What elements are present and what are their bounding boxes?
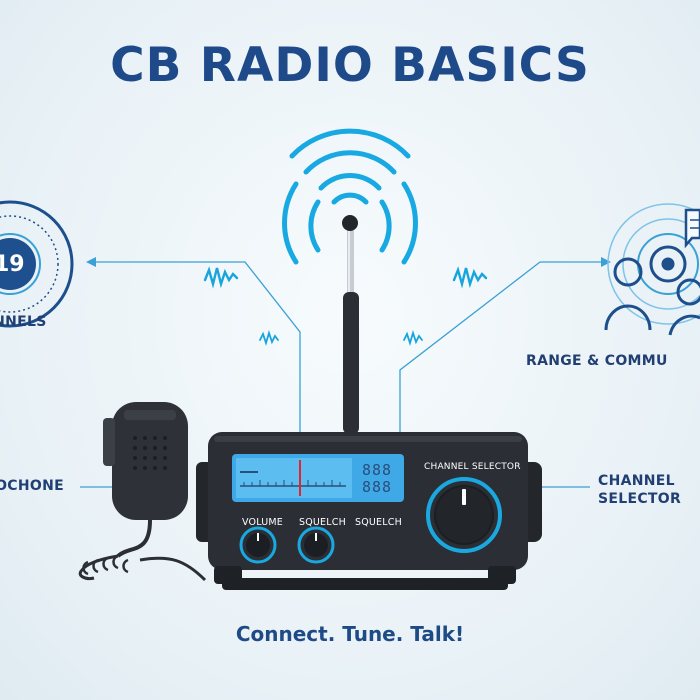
channel-selector-knob [426,477,502,553]
squelch-label: SQUELCH [299,517,346,528]
arrow-left [86,257,96,267]
microphone [78,402,207,582]
page-title: CB RADIO BASICS [110,38,590,93]
volume-knob [239,526,277,564]
squiggle-small-left [259,330,279,346]
connector-range [399,261,605,460]
signal-waves-icon [282,128,418,265]
channel-selector-label: CHANNEL SELECTOR [598,473,682,507]
volume-label: VOLUME [242,517,283,528]
tagline: Connect. Tune. Talk! [235,622,465,646]
arrow-right [601,257,611,267]
squelch-knob [297,526,335,564]
connector-channels [92,261,301,460]
speech-bubble-icon [684,208,700,249]
microphone-label: ROCHONE [0,478,64,494]
squelch-label-2: SQUELCH [355,517,402,528]
lcd-digits: 888 888 [362,461,393,496]
lcd-display [232,454,404,502]
range-communication-icon [604,203,700,336]
squiggle-small-right [403,330,423,346]
antenna [342,215,359,434]
range-communication-label: RANGE & COMMU [526,353,668,369]
signal-squiggles [203,266,488,346]
channel-number: 19 [0,252,25,277]
channel-dial-icon [0,200,74,328]
squiggle-left [203,266,239,289]
squiggle-right [452,266,488,289]
panel-channel-selector-label: CHANNEL SELECTOR [424,462,521,472]
